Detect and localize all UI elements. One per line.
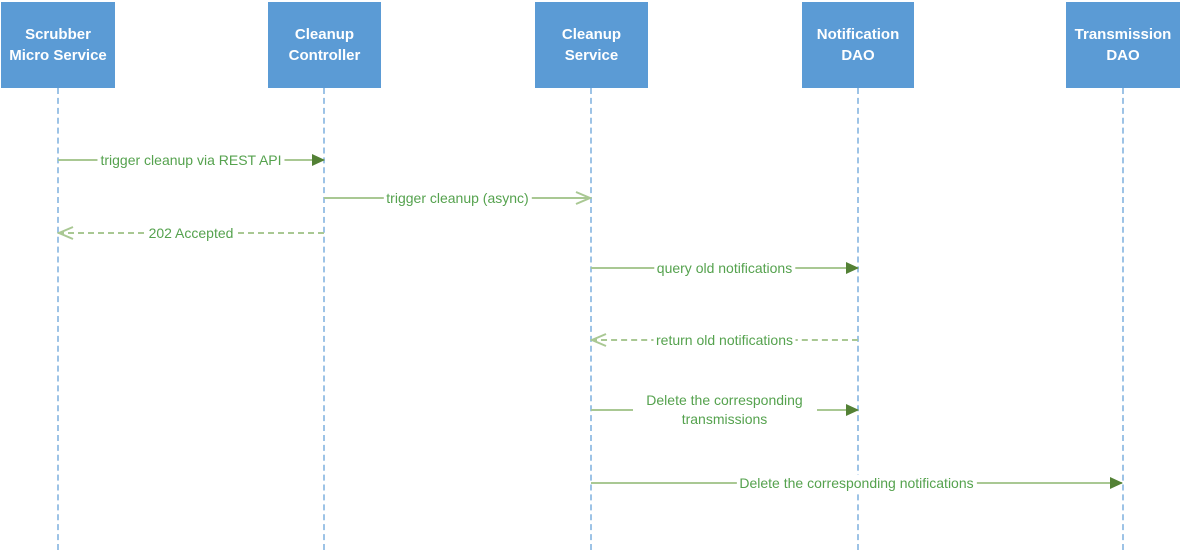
message-label: Delete the corresponding notifications bbox=[736, 475, 977, 491]
participant-cleanup-controller: Cleanup Controller bbox=[268, 2, 381, 88]
message-label: Delete the corresponding transmissions bbox=[632, 391, 817, 429]
message-label: trigger cleanup via REST API bbox=[97, 152, 285, 168]
lifeline-transmission-dao bbox=[1122, 88, 1124, 550]
participant-label: Transmission DAO bbox=[1074, 26, 1172, 64]
participant-label: Cleanup Service bbox=[561, 26, 622, 64]
lifeline-scrubber-micro-service bbox=[57, 88, 59, 550]
lifeline-cleanup-controller bbox=[323, 88, 325, 550]
message-label: query old notifications bbox=[653, 260, 796, 276]
participant-cleanup-service: Cleanup Service bbox=[535, 2, 648, 88]
open-arrowhead-right-icon bbox=[575, 191, 592, 205]
filled-arrowhead-right-icon bbox=[846, 262, 859, 274]
participant-notification-dao: Notification DAO bbox=[802, 2, 914, 88]
participant-scrubber-micro-service: Scrubber Micro Service bbox=[1, 2, 115, 88]
participant-label: Cleanup Controller bbox=[288, 26, 361, 64]
participant-label: Scrubber Micro Service bbox=[9, 26, 107, 64]
message-label: return old notifications bbox=[653, 332, 796, 348]
lifeline-cleanup-service bbox=[590, 88, 592, 550]
message-label: 202 Accepted bbox=[145, 225, 237, 241]
participant-label: Notification DAO bbox=[816, 26, 900, 64]
open-arrowhead-left-icon bbox=[57, 226, 74, 240]
filled-arrowhead-right-icon bbox=[1110, 477, 1123, 489]
message-label: trigger cleanup (async) bbox=[383, 190, 532, 206]
filled-arrowhead-right-icon bbox=[312, 154, 325, 166]
open-arrowhead-left-icon bbox=[590, 333, 607, 347]
filled-arrowhead-right-icon bbox=[846, 404, 859, 416]
participant-transmission-dao: Transmission DAO bbox=[1066, 2, 1180, 88]
lifeline-notification-dao bbox=[857, 88, 859, 550]
